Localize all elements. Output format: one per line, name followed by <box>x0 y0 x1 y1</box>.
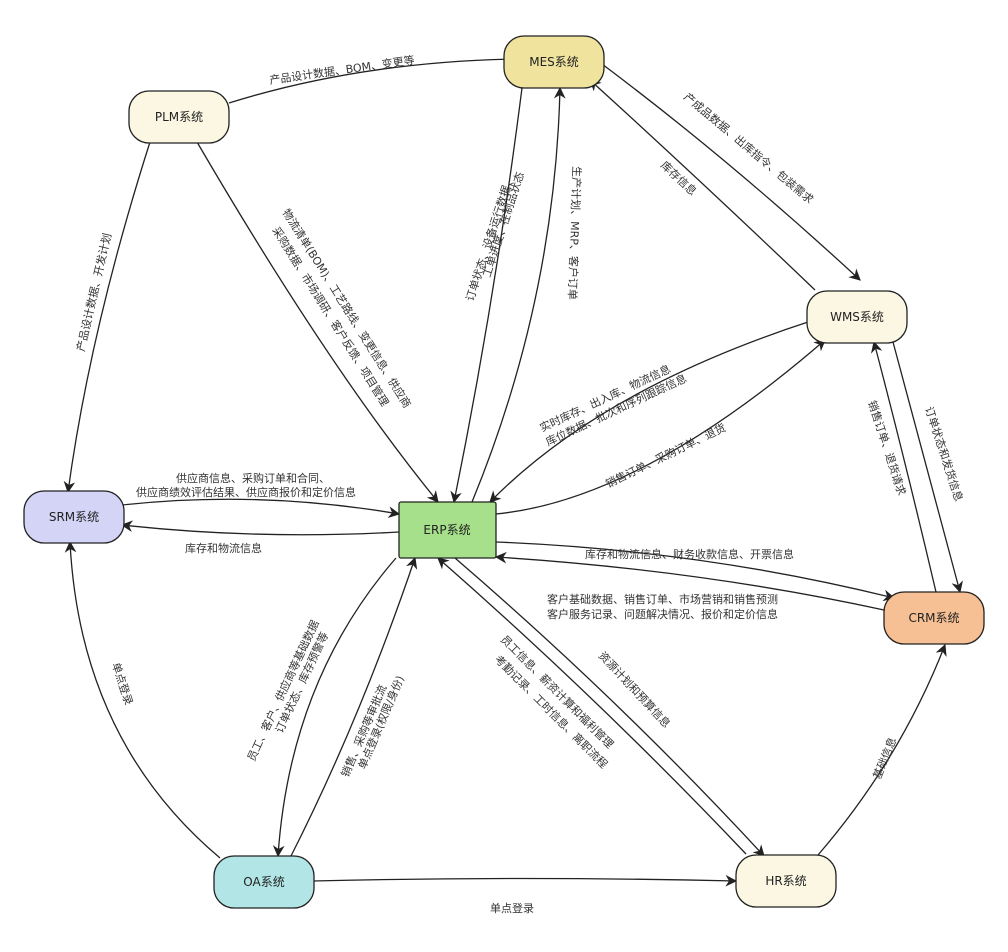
node-srm-label: SRM系统 <box>49 510 99 524</box>
node-oa-label: OA系统 <box>243 875 284 889</box>
label-hr-to-erp-2: 考勤记录、工时信息、离职流程 <box>492 652 611 771</box>
node-srm: SRM系统 <box>23 490 125 544</box>
label-erp-to-wms: 销售订单、采购订单、退货 <box>603 420 728 490</box>
label-plm-to-mes: 产品设计数据、BOM、变更等 <box>268 53 415 87</box>
edge-mes-to-wms <box>601 63 861 281</box>
node-erp-label: ERP系统 <box>423 523 470 537</box>
edge-erp-to-srm <box>120 520 400 536</box>
label-erp-to-oa-1: 员工、客户、供应商等基础数据 <box>244 618 322 763</box>
edge-erp-to-crm <box>495 541 896 602</box>
label-mes-to-wms: 产成品数据、出库指令、包装需求 <box>681 90 816 207</box>
node-erp: ERP系统 <box>398 501 497 559</box>
edge-erp-to-wms <box>495 339 826 515</box>
label-erp-to-mes: 生产计划、MRP、客户订单 <box>565 166 584 300</box>
node-mes-label: MES系统 <box>529 55 579 69</box>
edge-oa-to-erp <box>289 556 418 859</box>
label-plm-to-srm: 产品设计数据、开发计划 <box>73 232 114 353</box>
label-erp-to-srm: 库存和物流信息 <box>185 541 262 555</box>
edge-oa-to-hr <box>312 874 738 887</box>
label-oa-to-hr: 单点登录 <box>490 901 534 915</box>
edge-oa-to-srm <box>64 540 221 859</box>
edge-hr-to-erp <box>437 557 747 855</box>
node-wms: WMS系统 <box>806 290 908 344</box>
label-srm-to-erp-2: 供应商绩效评估结果、供应商报价和定价信息 <box>136 485 356 499</box>
node-oa: OA系统 <box>213 855 315 909</box>
label-erp-to-hr: 资源计划和预算信息 <box>596 648 674 730</box>
edge-erp-to-hr <box>454 557 765 857</box>
node-plm-label: PLM系统 <box>155 110 203 124</box>
label-plm-to-erp-2: 采购数据、市场调研、客户反馈、项目管理 <box>269 224 392 409</box>
edge-srm-to-erp <box>121 498 401 518</box>
label-erp-to-crm: 库存和物流信息、财务收款信息、开票信息 <box>585 547 794 561</box>
edge-plm-to-srm <box>63 141 151 494</box>
node-crm-label: CRM系统 <box>908 611 959 625</box>
edge-crm-to-erp <box>494 551 885 611</box>
edge-crm-to-wms <box>871 340 937 593</box>
label-wms-to-crm: 订单状态和发货信息 <box>922 405 966 503</box>
edge-wms-to-erp <box>489 321 809 503</box>
edge-plm-to-erp <box>196 141 439 503</box>
node-mes: MES系统 <box>503 35 605 89</box>
edge-hr-to-crm <box>817 643 947 856</box>
edge-wms-to-crm <box>892 341 963 594</box>
label-crm-to-erp-1: 客户基础数据、销售订单、市场营销和销售预测 <box>547 592 778 606</box>
label-oa-to-srm: 单点登录 <box>109 661 136 707</box>
edge-mes-to-erp <box>450 87 523 504</box>
label-crm-to-erp-2: 客户服务记录、问题解决情况、报价和定价信息 <box>547 607 778 621</box>
edge-wms-to-mes <box>589 79 816 291</box>
edge-erp-to-oa <box>272 557 397 858</box>
label-srm-to-erp-1: 供应商信息、采购订单和合同、 <box>176 471 330 485</box>
edge-erp-to-mes <box>471 86 566 503</box>
edge-plm-to-mes <box>228 53 517 104</box>
node-hr: HR系统 <box>735 854 837 908</box>
label-crm-to-wms: 销售订单、退货请求 <box>865 399 909 497</box>
node-wms-label: WMS系统 <box>830 310 884 324</box>
node-crm: CRM系统 <box>883 591 985 645</box>
node-hr-label: HR系统 <box>765 874 806 888</box>
label-wms-to-mes: 库存信息 <box>658 158 700 198</box>
label-hr-to-crm: 基础信息 <box>870 735 899 781</box>
node-plm: PLM系统 <box>128 90 230 144</box>
